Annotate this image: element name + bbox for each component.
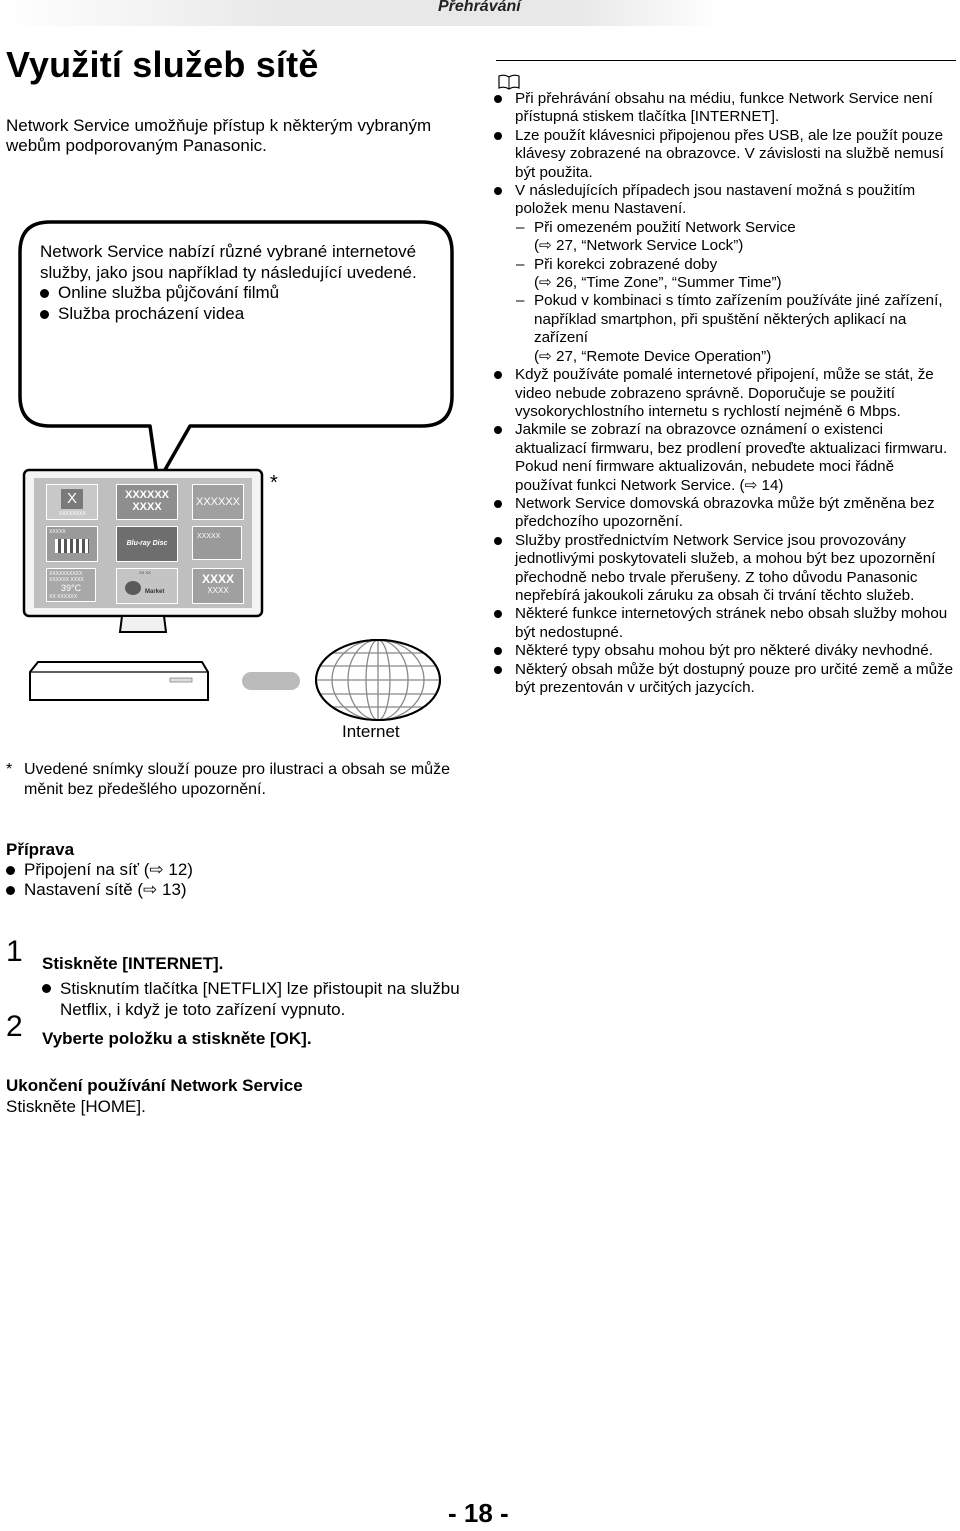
note-subitem: Při omezeném použití Network Service (⇨ … <box>490 219 955 256</box>
tile-7: XXXXXXXXXX XXXXXX XXXX 39°C XX XXXXXX <box>46 568 96 602</box>
note-item: Jakmile se zobrazí na obrazovce oznámení… <box>490 421 955 495</box>
note-item: Některé funkce internetových stránek neb… <box>490 605 955 642</box>
note-subitem-text: Při omezeném použití Network Service <box>534 218 796 236</box>
page-title: Využití služeb sítě <box>6 44 319 85</box>
weather-line1: XXXXXXXXXX <box>49 571 83 577</box>
preparation-block: Příprava Připojení na síť (⇨ 12) Nastave… <box>6 840 193 900</box>
tile-8-label: Market <box>145 589 165 595</box>
tv-stand <box>118 615 168 633</box>
preparation-item: Nastavení sítě (⇨ 13) <box>6 880 193 900</box>
tile-9-line2: XXXX <box>207 586 229 595</box>
tile-5: Blu-ray Disc <box>116 526 178 562</box>
note-item: Některé typy obsahu mohou být pro někter… <box>490 642 955 660</box>
market-icon <box>125 581 141 595</box>
note-item: Když používáte pomalé internetové připoj… <box>490 366 955 421</box>
bubble-item: Služba procházení videa <box>40 304 420 325</box>
note-item: Network Service domovská obrazovka může … <box>490 495 955 532</box>
tile-2-line1: XXXXXX <box>124 489 170 501</box>
tile-4: XXXXX <box>46 526 98 562</box>
bubble-item: Online služba půjčování filmů <box>40 283 420 304</box>
note-subitem: Pokud v kombinaci s tímto zařízením použ… <box>490 292 955 366</box>
end-text: Stiskněte [HOME]. <box>6 1096 146 1116</box>
tile-3: XXXXXX <box>192 484 244 520</box>
step-text: Stiskněte [INTERNET]. <box>42 954 224 973</box>
end-heading: Ukončení používání Network Service <box>6 1076 303 1095</box>
bluray-logo: Blu-ray Disc <box>126 540 168 547</box>
step-2: 2 Vyberte položku a stiskněte [OK]. <box>6 1012 312 1049</box>
section-title: Přehrávání <box>438 0 521 15</box>
note-subitem-ref: (⇨ 27, “Remote Device Operation”) <box>534 347 772 365</box>
tile-6: XXXXX <box>192 526 242 560</box>
intro-text: Network Service umožňuje přístup k někte… <box>6 116 432 155</box>
note-subitem-ref: (⇨ 26, “Time Zone”, “Summer Time”) <box>534 274 782 292</box>
internet-label: Internet <box>342 722 400 741</box>
footnote-text: Uvedené snímky slouží pouze pro ilustrac… <box>24 761 450 798</box>
tile-6-label: XXXXX <box>197 533 221 540</box>
tile-9: XXXX XXXX <box>192 568 244 604</box>
notes-list: Při přehrávání obsahu na médiu, funkce N… <box>490 90 955 697</box>
tile-1-mark: X <box>61 489 83 509</box>
note-item: Lze použít klávesnici připojenou přes US… <box>490 127 955 182</box>
section-header-bar <box>0 0 720 26</box>
film-reel-icon <box>55 539 89 553</box>
tile-8: XX XX Market <box>116 568 178 604</box>
weather-line3: XX XXXXXX <box>49 594 78 600</box>
note-item: Některý obsah může být dostupný pouze pr… <box>490 661 955 698</box>
step-number: 2 <box>6 1010 23 1043</box>
book-icon <box>498 74 520 90</box>
step-number: 1 <box>6 935 23 968</box>
tile-2: XXXXXX XXXX <box>116 484 178 520</box>
footnote: * Uvedené snímky slouží pouze pro ilustr… <box>6 760 476 800</box>
tile-1: X XXXXXXXX <box>46 484 98 520</box>
tile-2-line2: XXXX <box>132 501 162 513</box>
bubble-lead: Network Service nabízí různé vybrané int… <box>40 242 417 282</box>
note-item: V následujících případech jsou nastavení… <box>490 182 955 219</box>
tile-4-top: XXXXX <box>49 529 66 535</box>
page-number: - 18 - <box>448 1498 509 1528</box>
step-1-note: Stisknutím tlačítka [NETFLIX] lze přisto… <box>42 978 500 1020</box>
note-subitem-text: Pokud v kombinaci s tímto zařízením použ… <box>534 292 943 347</box>
note-subitem: Při korekci zobrazené doby (⇨ 26, “Time … <box>490 256 955 293</box>
note-item: Služby prostřednictvím Network Service j… <box>490 532 955 606</box>
bubble-text: Network Service nabízí různé vybrané int… <box>40 242 420 324</box>
tile-9-line1: XXXX <box>201 572 234 586</box>
note-subitem-ref: (⇨ 27, “Network Service Lock”) <box>534 237 744 255</box>
end-service-block: Ukončení používání Network Service Stisk… <box>6 1076 303 1117</box>
tile-1-caption: XXXXXXXX <box>59 511 86 517</box>
preparation-item: Připojení na síť (⇨ 12) <box>6 860 193 880</box>
note-item: Při přehrávání obsahu na médiu, funkce N… <box>490 90 955 127</box>
tile-3-label: XXXXXX <box>195 496 241 508</box>
footnote-star: * <box>6 761 13 778</box>
tile-8-small: XX XX <box>139 570 151 575</box>
step-1: 1 Stiskněte [INTERNET]. <box>6 937 223 974</box>
illustration-star: * <box>270 472 278 494</box>
weather-temp: 39°C <box>61 583 82 593</box>
step-text: Vyberte položku a stiskněte [OK]. <box>42 1029 312 1048</box>
notes-rule <box>496 60 956 61</box>
globe-icon <box>315 639 441 721</box>
network-cable <box>242 672 300 690</box>
weather-line2: XXXXXX XXXX <box>49 577 84 583</box>
preparation-heading: Příprava <box>6 840 75 859</box>
note-subitem-text: Při korekci zobrazené doby <box>534 255 718 273</box>
